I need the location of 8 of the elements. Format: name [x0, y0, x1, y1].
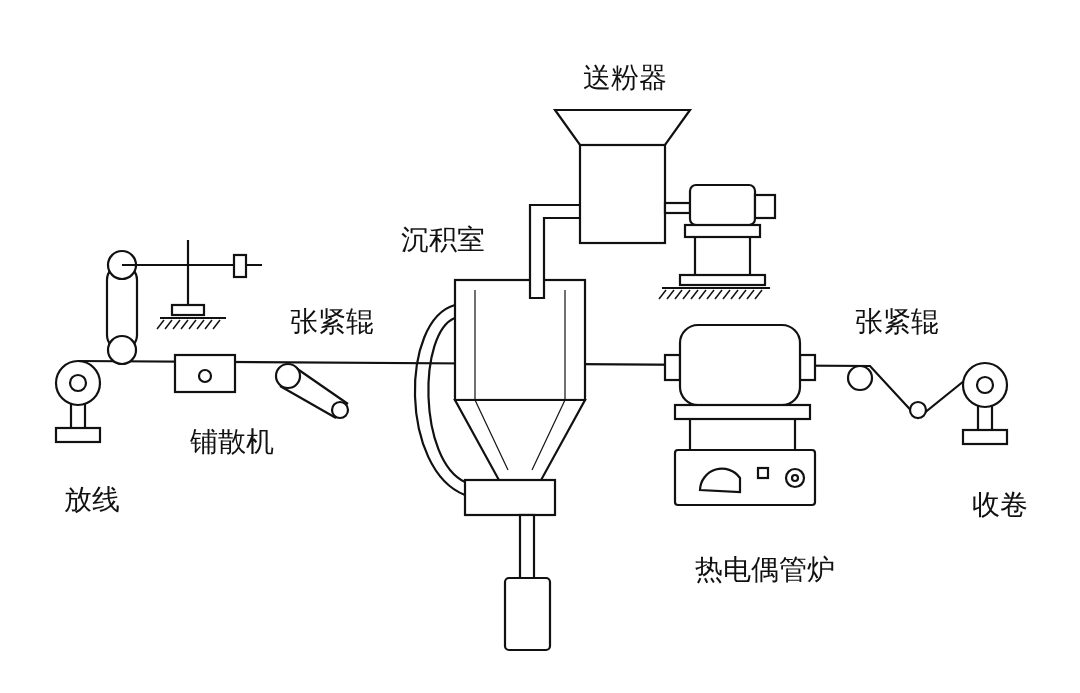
part-label: 张紧辊	[290, 306, 374, 338]
part-label: 收卷	[972, 489, 1028, 521]
part-label: 送粉器	[583, 62, 667, 94]
part-label: 放线	[64, 484, 120, 516]
part-label: 沉积室	[401, 224, 485, 256]
part-label: 热电偶管炉	[695, 554, 835, 586]
part-label: 张紧辊	[855, 306, 939, 338]
part-label: 铺散机	[190, 426, 274, 458]
